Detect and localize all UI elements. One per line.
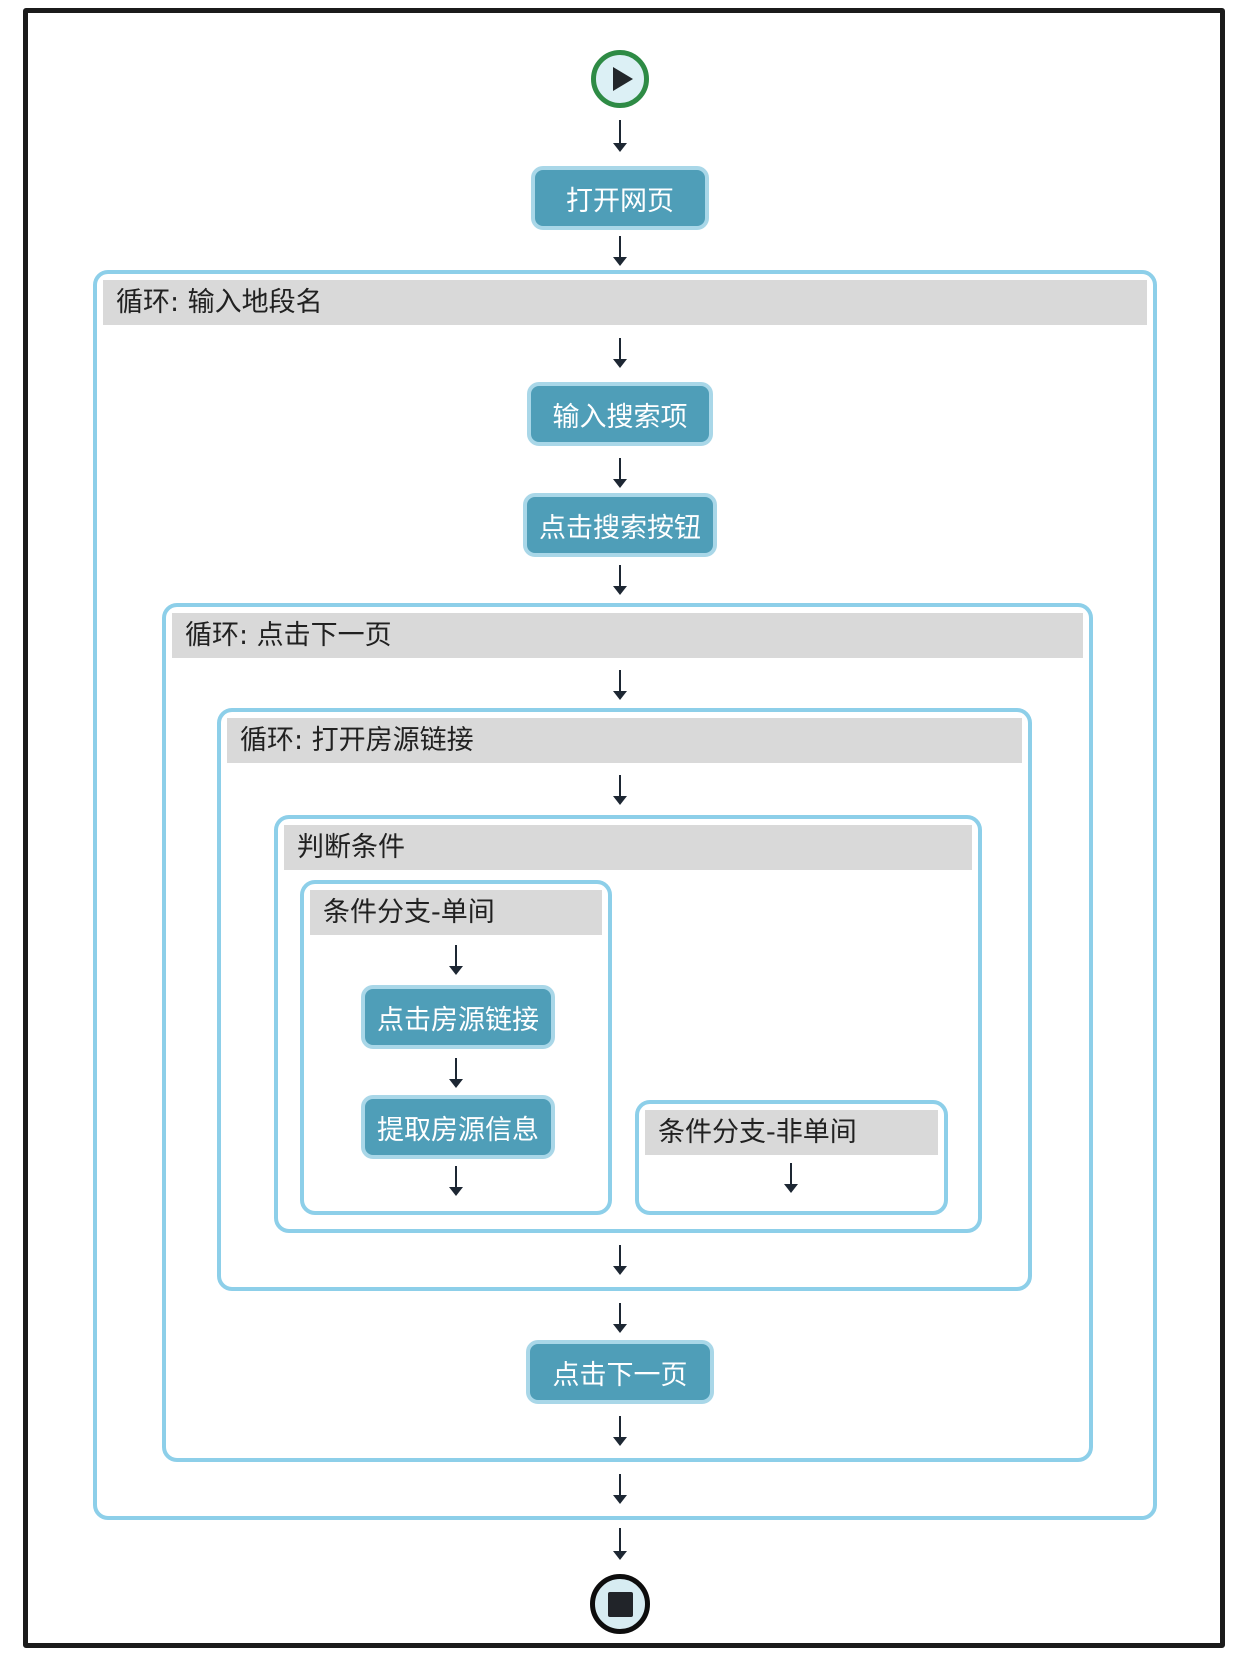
loop-container-open-listing-link: 循环: 打开房源链接 判断条件 条件分支-单间 点击房源链接 提取房源信息 [217, 708, 1032, 1291]
arrow-down-icon [612, 1474, 628, 1504]
arrow-down-icon [612, 458, 628, 488]
arrow-down-icon [448, 1166, 464, 1196]
step-open-webpage[interactable]: 打开网页 [531, 166, 709, 230]
arrow-down-icon [612, 236, 628, 266]
loop-container-click-next-page: 循环: 点击下一页 循环: 打开房源链接 判断条件 条件分支-单间 点击房源链接 [162, 603, 1093, 1462]
step-input-search-term[interactable]: 输入搜索项 [527, 382, 713, 446]
arrow-down-icon [612, 338, 628, 368]
arrow-down-icon [612, 1416, 628, 1446]
branch-container-single-room: 条件分支-单间 点击房源链接 提取房源信息 [300, 880, 612, 1215]
condition-header[interactable]: 判断条件 [284, 825, 972, 870]
arrow-down-icon [612, 670, 628, 700]
end-node[interactable] [590, 1574, 650, 1634]
arrow-down-icon [783, 1163, 799, 1193]
start-node[interactable] [591, 50, 649, 108]
arrow-down-icon [612, 1528, 628, 1560]
play-icon [613, 67, 633, 91]
arrow-down-icon [612, 565, 628, 595]
loop-header-click-next-page[interactable]: 循环: 点击下一页 [172, 613, 1083, 658]
branch-header-single-room[interactable]: 条件分支-单间 [310, 890, 602, 935]
branch-header-not-single-room[interactable]: 条件分支-非单间 [645, 1110, 938, 1155]
step-click-listing-link[interactable]: 点击房源链接 [361, 985, 555, 1049]
loop-header-open-listing-link[interactable]: 循环: 打开房源链接 [227, 718, 1022, 763]
arrow-down-icon [612, 1303, 628, 1333]
condition-container: 判断条件 条件分支-单间 点击房源链接 提取房源信息 条件分支-非单间 [274, 815, 982, 1233]
arrow-down-icon [612, 120, 628, 152]
loop-container-input-district: 循环: 输入地段名 输入搜索项 点击搜索按钮 循环: 点击下一页 循环: 打开房… [93, 270, 1157, 1520]
arrow-down-icon [612, 775, 628, 805]
stop-icon [607, 1591, 633, 1617]
arrow-down-icon [612, 1245, 628, 1275]
loop-header-input-district[interactable]: 循环: 输入地段名 [103, 280, 1147, 325]
branch-container-not-single-room: 条件分支-非单间 [635, 1100, 948, 1215]
step-extract-listing-info[interactable]: 提取房源信息 [361, 1095, 555, 1159]
step-click-search-button[interactable]: 点击搜索按钮 [523, 493, 717, 557]
arrow-down-icon [448, 945, 464, 975]
arrow-down-icon [448, 1058, 464, 1088]
step-click-next-page[interactable]: 点击下一页 [526, 1340, 714, 1404]
